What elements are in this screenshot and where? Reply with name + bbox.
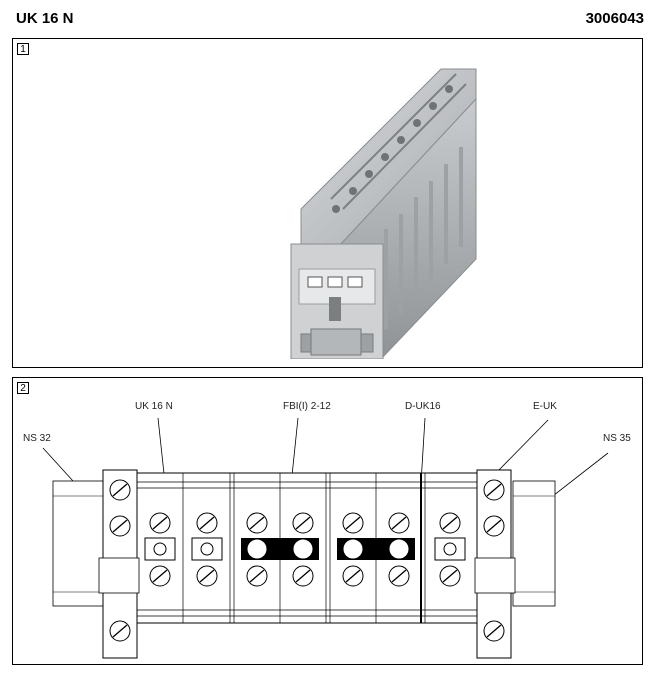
label-uk16n: UK 16 N — [135, 401, 173, 412]
terminal-block-photo — [290, 68, 477, 359]
product-title: UK 16 N — [16, 10, 74, 27]
figure-1-panel: 1 — [12, 38, 643, 368]
article-number: 3006043 — [585, 10, 644, 27]
terminal-assembly-drawing: NS 32 UK 16 N FBI(I) 2-12 D-UK16 E-UK NS… — [23, 401, 631, 659]
label-ns35: NS 35 — [603, 433, 631, 444]
label-ns32: NS 32 — [23, 433, 51, 444]
label-euk: E-UK — [533, 401, 557, 412]
figure-1-number: 1 — [17, 43, 29, 55]
figure-2-panel: 2 NS 32 UK 16 N FBI(I) 2-12 D-UK16 E-UK … — [12, 377, 643, 665]
label-duk16: D-UK16 — [405, 401, 441, 412]
figure-2-number: 2 — [17, 382, 29, 394]
label-fbi: FBI(I) 2-12 — [283, 401, 331, 412]
